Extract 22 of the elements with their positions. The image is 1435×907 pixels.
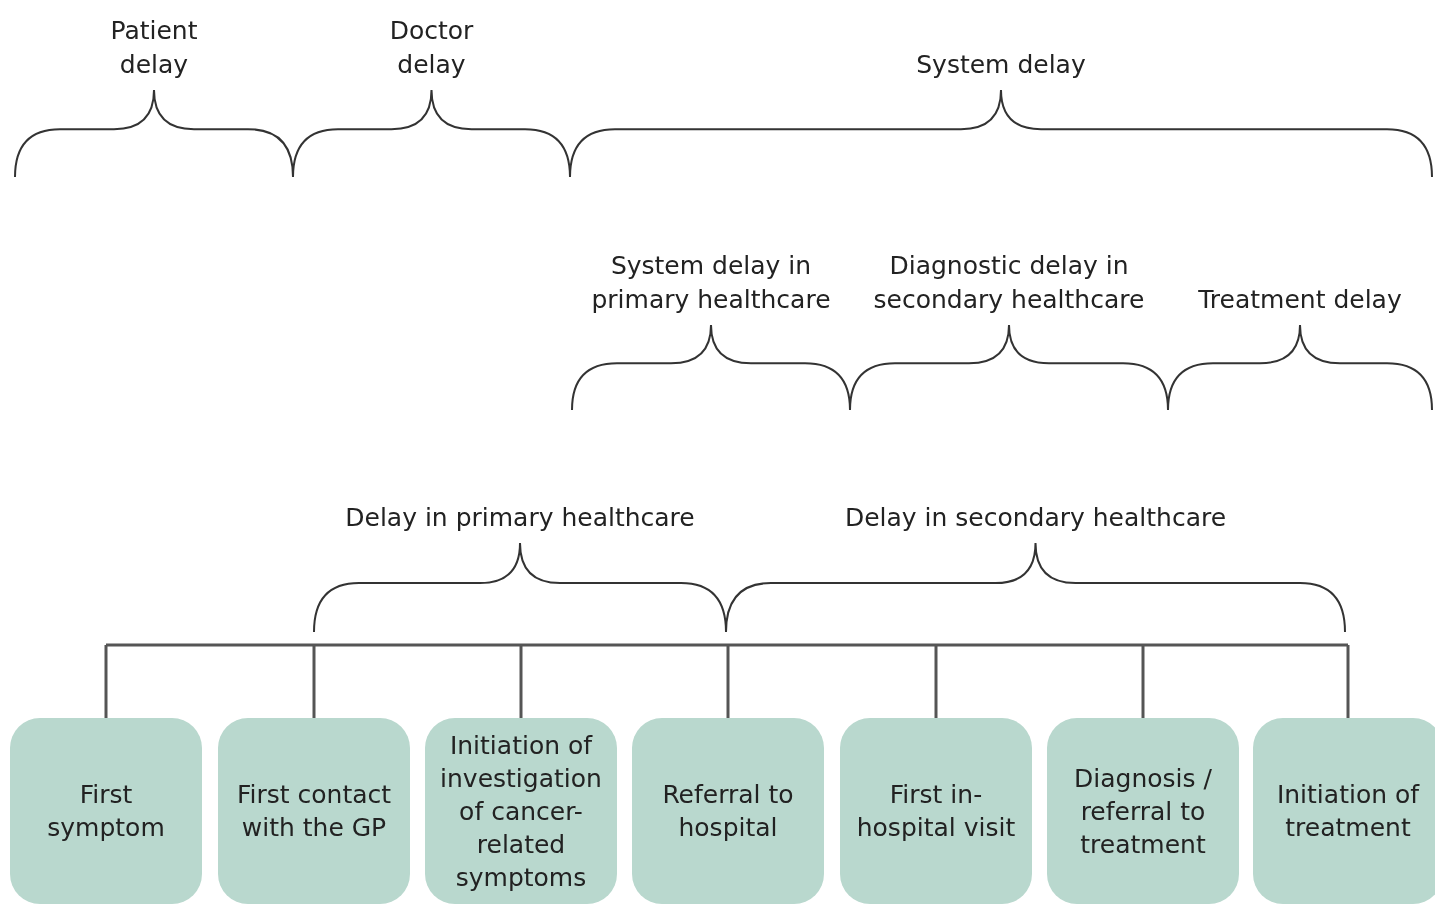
delay-label: Patient delay — [109, 15, 199, 81]
milestone-box — [840, 718, 1032, 904]
delay-label: System delay in primary healthcare — [590, 250, 832, 316]
milestone-text: First in-hospital visit — [855, 779, 1017, 844]
milestone-text: First symptom — [46, 779, 166, 844]
milestone-box — [425, 718, 617, 904]
delay-label: Doctor delay — [388, 15, 475, 81]
milestone-box — [632, 718, 824, 904]
delay-label: Diagnostic delay in secondary healthcare — [872, 250, 1146, 316]
milestone-box — [10, 718, 202, 904]
milestone-text: Referral to hospital — [661, 779, 795, 844]
milestone-box — [1253, 718, 1435, 904]
milestone-text: Initiation of investigation of cancer-related symptoms — [439, 729, 603, 894]
milestone-box — [1047, 718, 1239, 904]
milestone-text: First contact with the GP — [235, 779, 393, 844]
delay-label: System delay — [915, 49, 1087, 81]
delay-label: Treatment delay — [1197, 284, 1403, 316]
delay-label: Delay in primary healthcare — [344, 502, 696, 534]
delay-label: Delay in secondary healthcare — [843, 502, 1228, 534]
milestone-text: Initiation of treatment — [1275, 779, 1421, 844]
milestone-text: Diagnosis / referral to treatment — [1073, 762, 1213, 861]
milestone-box — [218, 718, 410, 904]
